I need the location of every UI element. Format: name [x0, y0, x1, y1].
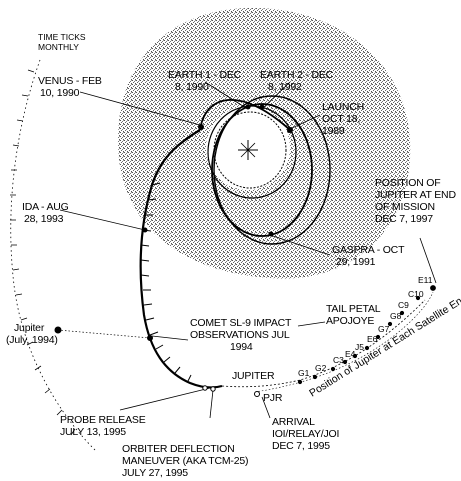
encounter-g1: G1: [298, 368, 310, 378]
earth1-label-line2: 8, 1990: [175, 81, 209, 93]
time-ticks: [140, 182, 192, 382]
gaspra-label-line1: GASPRA - OCT: [332, 244, 405, 256]
sun-icon: [238, 140, 258, 160]
pjr-label: PJR: [263, 392, 283, 404]
planet-orbits: [207, 95, 331, 245]
comet-label-line2: OBSERVATIONS JUL: [190, 329, 290, 341]
encounter-g2: G2: [315, 363, 327, 373]
comet-label: COMET SL-9 IMPACT OBSERVATIONS JUL 1994: [190, 317, 292, 353]
jupiter-label: JUPITER: [232, 370, 275, 382]
encounter-labels: G1 G2 C3 E4 J5 E6 G7 G8 C9 C10 E11: [298, 275, 433, 378]
probe-release-label: PROBE RELEASE JULY 13, 1995: [60, 414, 146, 438]
jupiter-end-line1: POSITION OF: [375, 177, 440, 189]
comet-connector: [54, 326, 153, 341]
galileo-trajectory: [139, 99, 426, 389]
orbiter-line1: ORBITER DEFLECTION: [122, 443, 235, 455]
encounter-j5: J5: [355, 342, 364, 352]
jupiter-end-line4: DEC 7, 1997: [375, 213, 433, 225]
encounter-e6: E6: [367, 334, 378, 344]
encounter-e11: E11: [418, 275, 433, 285]
jupiter-1994-line1: Jupiter: [14, 322, 45, 334]
leader-lines: [59, 81, 437, 419]
ida-label: IDA - AUG 28, 1993: [22, 201, 69, 225]
orbiter-deflection-label: ORBITER DEFLECTION MANEUVER (AKA TCM-25)…: [122, 443, 248, 479]
earth2-label-line2: 8, 1992: [268, 81, 302, 93]
encounter-c3: C3: [333, 355, 344, 365]
earth2-label-line1: EARTH 2 - DEC: [260, 69, 334, 81]
arrival-line1: ARRIVAL: [272, 416, 315, 428]
transfer-orbit-2: [213, 95, 331, 245]
encounter-c9: C9: [398, 300, 409, 310]
venus-flyby-label: VENUS - FEB 10, 1990: [38, 75, 102, 99]
ida-label-line1: IDA - AUG: [22, 201, 69, 213]
header-line1: TIME TICKS: [38, 32, 86, 42]
jupiter-orbit: [10, 59, 96, 451]
gaspra-label-line2: 29, 1991: [336, 256, 376, 268]
earth2-flyby-label: EARTH 2 - DEC 8, 1992: [260, 69, 334, 93]
venus-label-line2: 10, 1990: [40, 87, 80, 99]
encounter-g8: G8: [390, 311, 402, 321]
encounter-g7: G7: [378, 324, 390, 334]
satellite-encounter-path: [254, 285, 436, 393]
arrival-line3: DEC 7, 1995: [272, 440, 330, 452]
jupiter-end-line2: JUPITER AT END: [375, 189, 456, 201]
jupiter-1994-line2: (July, 1994): [6, 334, 58, 346]
comet-label-line1: COMET SL-9 IMPACT: [190, 317, 292, 329]
header-line2: MONTHLY: [38, 42, 79, 52]
arrival-line2: IOI/RELAY/JOI: [272, 428, 339, 440]
orbiter-line2: MANEUVER (AKA TCM-25): [122, 455, 248, 467]
ida-label-line2: 28, 1993: [24, 213, 64, 225]
probe-line1: PROBE RELEASE: [60, 414, 146, 426]
tail-petal-label: TAIL PETAL APOJOYE: [326, 303, 381, 327]
event-markers: [142, 104, 293, 397]
venus-label-line1: VENUS - FEB: [38, 75, 102, 87]
launch-label-line3: 1989: [322, 125, 345, 137]
jupiter-end-line3: OF MISSION: [375, 201, 435, 213]
tail-petal-line1: TAIL PETAL: [326, 303, 381, 315]
transfer-orbit-1: [211, 103, 313, 237]
satellite-encounter-axis-label: Position of Jupiter at Each Satellite En…: [307, 276, 461, 399]
earth1-label-line1: EARTH 1 - DEC: [168, 69, 242, 81]
arrival-label: ARRIVAL IOI/RELAY/JOI DEC 7, 1995: [272, 416, 339, 452]
earth1-flyby-label: EARTH 1 - DEC 8, 1990: [168, 69, 242, 93]
launch-label-line2: OCT 18,: [322, 113, 360, 125]
jupiter-1994-label: Jupiter (July, 1994): [6, 322, 58, 346]
probe-line2: JULY 13, 1995: [60, 426, 126, 438]
launch-label: LAUNCH OCT 18, 1989: [322, 101, 364, 137]
comet-label-line3: 1994: [230, 341, 253, 353]
encounter-e4: E4: [345, 349, 356, 359]
orbiter-line3: JULY 27, 1995: [122, 467, 188, 479]
asteroid-belt: [117, 7, 411, 279]
encounter-c10: C10: [408, 289, 424, 299]
header-label: TIME TICKS MONTHLY: [38, 32, 86, 52]
gaspra-label: GASPRA - OCT 29, 1991: [332, 244, 405, 268]
tail-petal-line2: APOJOYE: [326, 315, 374, 327]
launch-label-line1: LAUNCH: [322, 101, 364, 113]
jupiter-end-label: POSITION OF JUPITER AT END OF MISSION DE…: [375, 177, 457, 225]
